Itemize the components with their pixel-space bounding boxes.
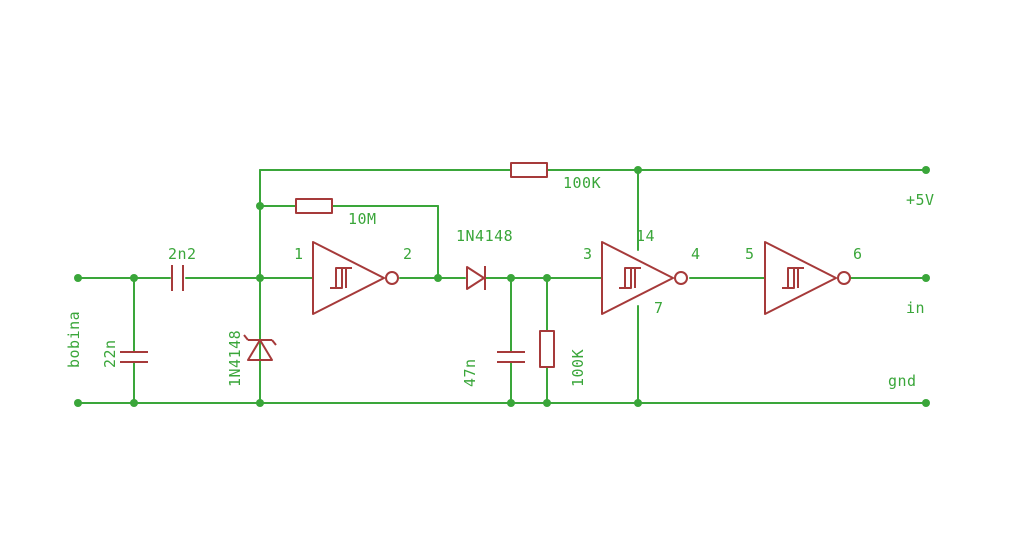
capacitor-2n2 bbox=[171, 265, 184, 291]
label-r100k-top: 100K bbox=[563, 174, 601, 192]
junction-dot bbox=[507, 274, 515, 282]
label-r10m: 10M bbox=[348, 210, 377, 228]
labels: bobina 22n 2n2 1N4148 10M 100K 1N4148 47… bbox=[65, 174, 935, 390]
junction-dot bbox=[130, 274, 138, 282]
junction-dot bbox=[543, 274, 551, 282]
junction-dot bbox=[434, 274, 442, 282]
junction-dot bbox=[256, 202, 264, 210]
pin-label-g2-gnd: 7 bbox=[654, 299, 664, 317]
label-c2n2: 2n2 bbox=[168, 245, 197, 263]
label-vcc: +5V bbox=[906, 191, 935, 209]
label-c22n: 22n bbox=[101, 339, 119, 368]
junctions bbox=[74, 166, 930, 407]
capacitor-22n bbox=[120, 351, 148, 363]
label-r100k-bleed: 100K bbox=[569, 349, 587, 387]
junction-dot bbox=[74, 274, 82, 282]
resistor-100k-bleed bbox=[539, 330, 555, 368]
pin-label-g1-out: 2 bbox=[403, 245, 413, 263]
pin-label-g2-out: 4 bbox=[691, 245, 701, 263]
junction-dot bbox=[507, 399, 515, 407]
junction-dot bbox=[922, 166, 930, 174]
junction-dot bbox=[256, 274, 264, 282]
resistor-100k-top bbox=[510, 162, 548, 178]
diode-series bbox=[466, 266, 486, 290]
junction-dot bbox=[922, 399, 930, 407]
capacitor-47n bbox=[497, 351, 525, 363]
junction-dot bbox=[543, 399, 551, 407]
label-diode-clamp: 1N4148 bbox=[226, 330, 244, 387]
pin-label-g2-vcc: 14 bbox=[636, 227, 655, 245]
label-c47n: 47n bbox=[461, 358, 479, 387]
resistor-10m bbox=[295, 198, 333, 214]
pin-label-g1-in: 1 bbox=[294, 245, 304, 263]
schmitt-inverter-1 bbox=[312, 241, 399, 315]
junction-dot bbox=[74, 399, 82, 407]
junction-dot bbox=[130, 399, 138, 407]
junction-dot bbox=[256, 399, 264, 407]
label-output: in bbox=[906, 299, 925, 317]
pin-label-g3-in: 5 bbox=[745, 245, 755, 263]
label-ground: gnd bbox=[888, 372, 917, 390]
junction-dot bbox=[634, 166, 642, 174]
pin-label-g2-in: 3 bbox=[583, 245, 593, 263]
diode-clamp bbox=[243, 334, 277, 361]
schmitt-inverter-3 bbox=[764, 241, 851, 315]
schmitt-inverter-2 bbox=[601, 241, 688, 315]
junction-dot bbox=[922, 274, 930, 282]
junction-dot bbox=[634, 399, 642, 407]
pin-label-g3-out: 6 bbox=[853, 245, 863, 263]
label-diode-series: 1N4148 bbox=[456, 227, 513, 245]
label-coil: bobina bbox=[65, 311, 83, 368]
